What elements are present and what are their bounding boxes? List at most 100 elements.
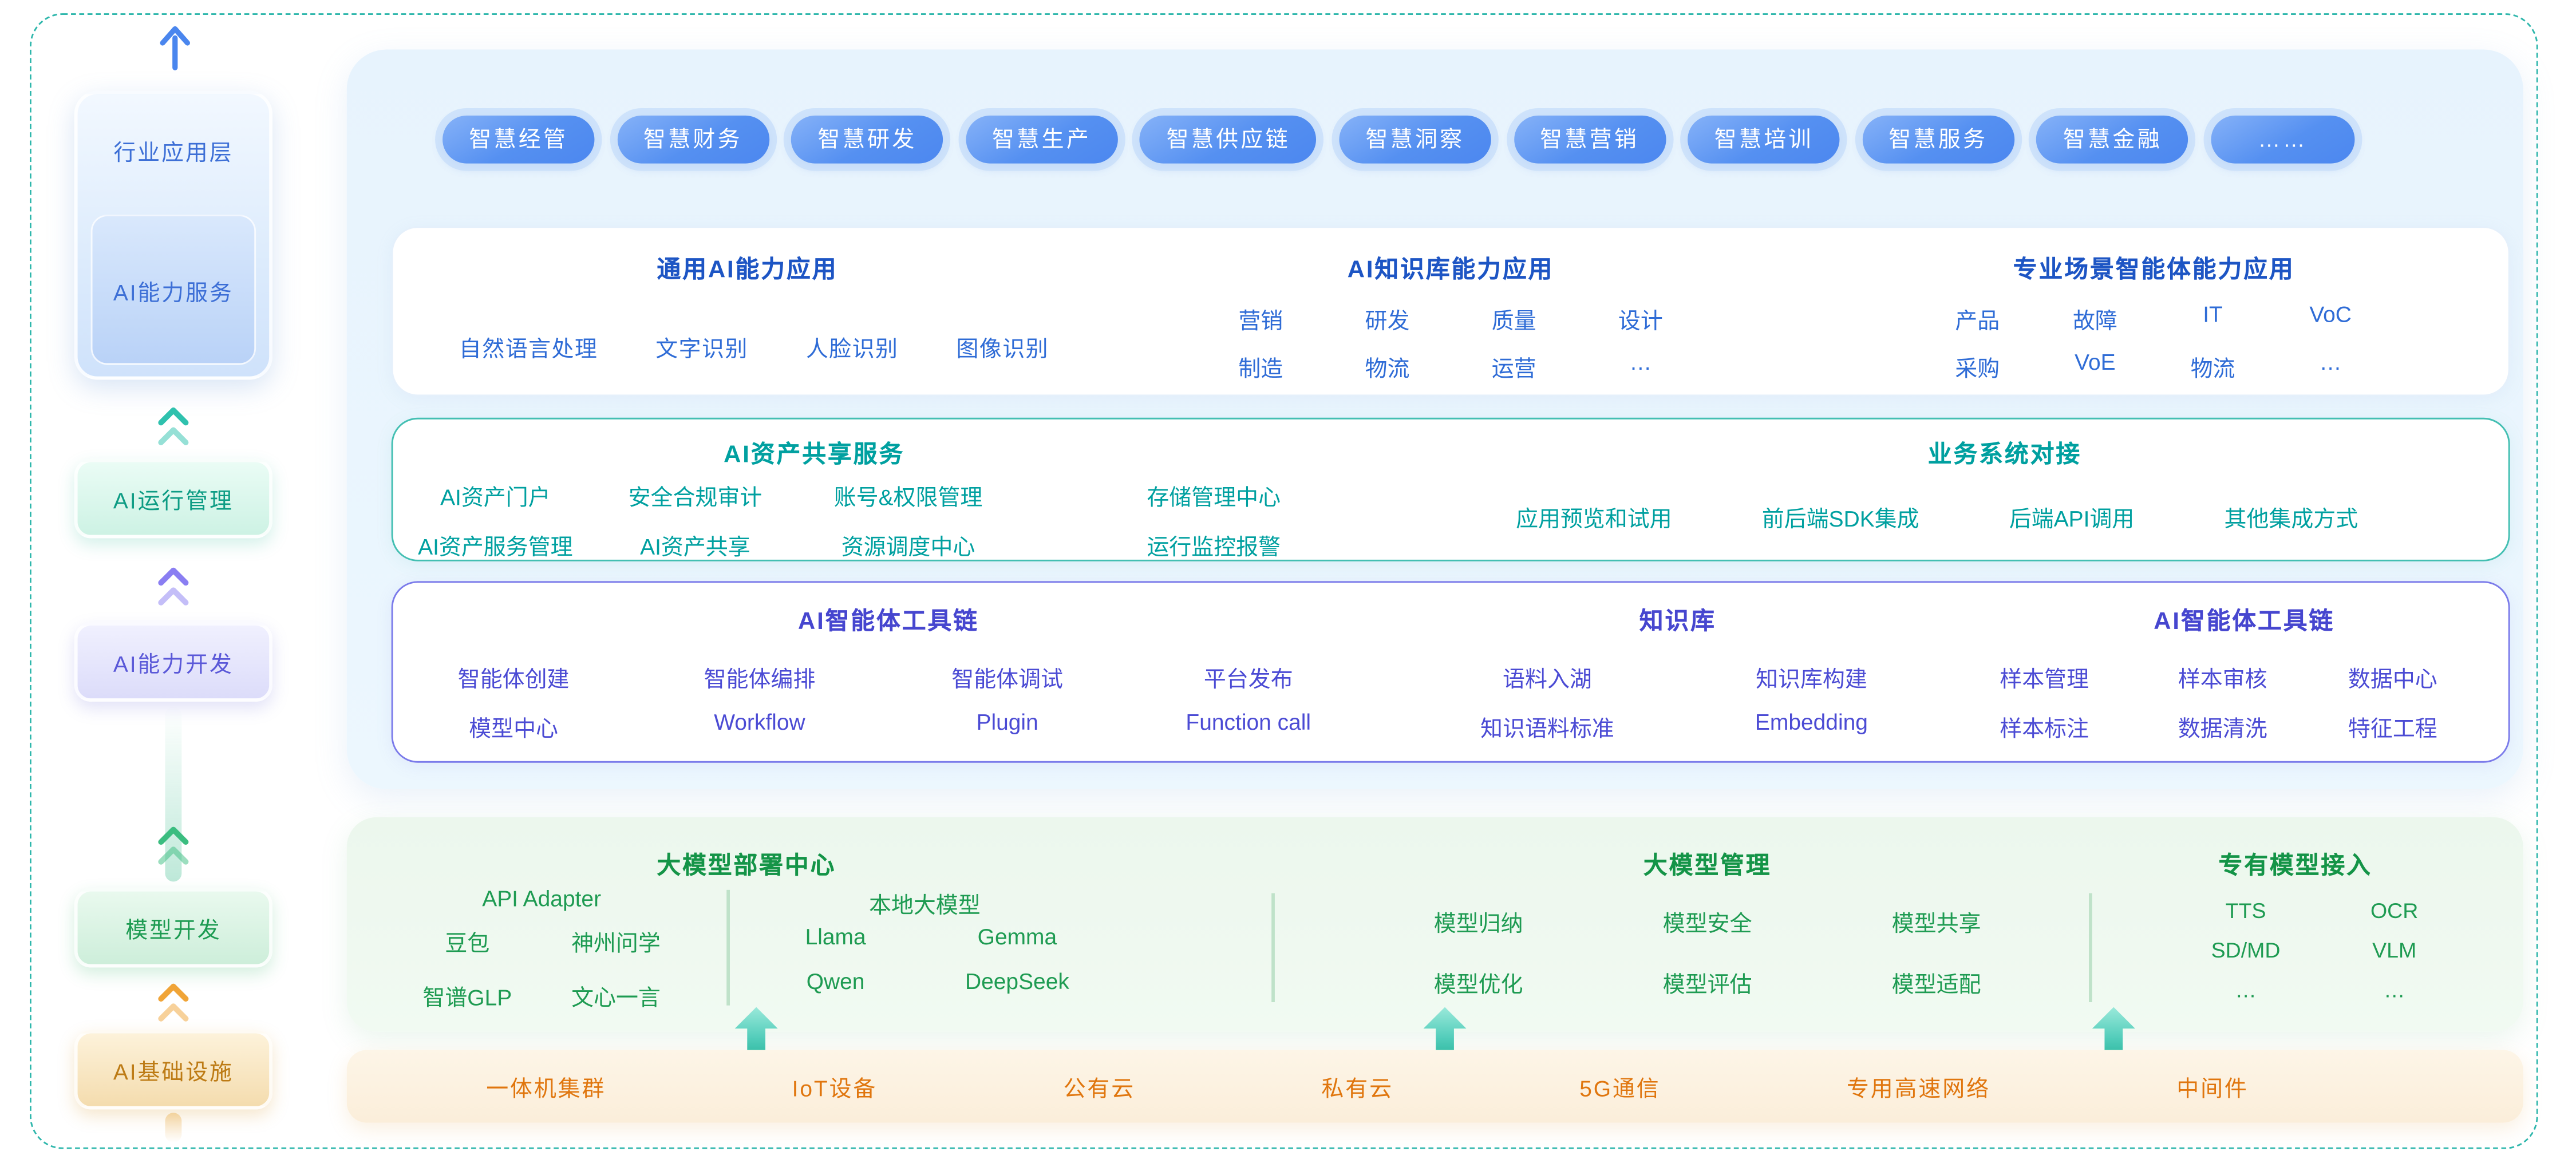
model-item: Gemma <box>977 924 1057 950</box>
business-integration-title: 业务系统对接 <box>1927 442 2082 469</box>
knowledge-base-grid: 语料入湖 知识库构建 知识语料标准 Embedding <box>1417 660 1945 743</box>
divider <box>726 889 729 1006</box>
asset-sharing-panel: AI资产共享服务 业务系统对接 AI资产门户 安全合规审计 账号&权限管理 存储… <box>391 417 2510 561</box>
capability-application-panel: 通用AI能力应用 自然语言处理 文字识别 人脸识别 图像识别 AI知识库能力应用… <box>391 226 2510 397</box>
tool-item: Function call <box>1186 710 1311 735</box>
item-grid: 产品 故障 IT VoC 采购 VoE 物流 … <box>1918 302 2389 383</box>
tool-item: 知识语料标准 <box>1480 716 1614 742</box>
capability-item: 文字识别 <box>655 337 748 362</box>
knowledge-base-title: 知识库 <box>1639 609 1716 636</box>
industry-pill: 智慧研发 <box>791 115 943 164</box>
capability-item: 运营 <box>1491 357 1536 382</box>
capability-item: 物流 <box>2190 357 2235 382</box>
infra-item: 中间件 <box>2176 1076 2249 1102</box>
layer-ai-capability-development: AI能力开发 <box>74 622 272 702</box>
asset-item: AI资产共享 <box>640 535 750 560</box>
layer-ai-operation-management: AI运行管理 <box>74 458 272 539</box>
group-title: 专业场景智能体能力应用 <box>2013 258 2295 284</box>
infra-item: 5G通信 <box>1579 1076 1661 1102</box>
up-arrow-icon <box>160 26 191 70</box>
api-model-grid: 豆包 神州问学 智谱GLP 文心一言 <box>377 924 674 1012</box>
model-item: TTS <box>2225 898 2266 923</box>
integration-item: 其他集成方式 <box>2224 507 2358 532</box>
ai-development-label: AI能力开发 <box>113 652 234 677</box>
asset-item: 安全合规审计 <box>628 485 762 511</box>
item-row: 自然语言处理 文字识别 人脸识别 图像识别 <box>459 330 1049 363</box>
capability-item: 自然语言处理 <box>459 337 598 362</box>
model-item: Llama <box>805 924 866 950</box>
industry-pill-ellipsis: …… <box>2211 115 2355 164</box>
model-item: 模型评估 <box>1662 972 1752 998</box>
capability-item: VoC <box>2309 302 2352 327</box>
tool-item: 数据清洗 <box>2178 716 2267 742</box>
tool-item: 特征工程 <box>2348 716 2437 742</box>
local-model-grid: Llama Gemma Qwen DeepSeek <box>753 924 1116 994</box>
model-development-panel: 大模型部署中心 大模型管理 专有模型接入 API Adapter 豆包 神州问学… <box>346 817 2523 1032</box>
industry-pill: 智慧洞察 <box>1339 115 1491 164</box>
capability-item: 采购 <box>1955 357 2000 382</box>
model-manage-grid: 模型归纳 模型安全 模型共享 模型优化 模型评估 模型适配 <box>1364 905 2051 999</box>
ai-infrastructure-label: AI基础设施 <box>113 1059 234 1085</box>
industry-pill: 智慧服务 <box>1862 115 2014 164</box>
capability-item: 人脸识别 <box>805 337 899 362</box>
industry-application-label: 行业应用层 <box>113 140 234 165</box>
model-item: 模型适配 <box>1891 972 1981 998</box>
asset-item: 存储管理中心 <box>1147 485 1281 511</box>
tool-item: 数据中心 <box>2348 667 2437 692</box>
model-item: Qwen <box>806 969 865 994</box>
asset-item-grid: AI资产门户 安全合规审计 账号&权限管理 存储管理中心 AI资产服务管理 AI… <box>393 479 1404 561</box>
data-toolchain-grid: 样本管理 样本审核 数据中心 样本标注 数据清洗 特征工程 <box>1954 660 2476 743</box>
agent-toolchain-title: AI智能体工具链 <box>797 609 979 636</box>
tool-item: 平台发布 <box>1203 667 1293 692</box>
model-item: 智谱GLP <box>422 986 512 1011</box>
api-adapter-label: API Adapter <box>482 887 602 912</box>
tool-item: 智能体创建 <box>457 667 570 692</box>
capability-item: 产品 <box>1955 308 2000 334</box>
dashed-frame-border <box>29 13 2538 1149</box>
tool-item: 样本审核 <box>2178 667 2267 692</box>
integration-item: 应用预览和试用 <box>1516 507 1672 532</box>
divider <box>1271 893 1274 1002</box>
capability-item: 设计 <box>1618 308 1663 334</box>
capability-item: … <box>2319 350 2342 375</box>
model-item: VLM <box>2372 937 2417 963</box>
asset-item: 资源调度中心 <box>841 535 975 560</box>
chevron-up-icon <box>157 406 190 446</box>
toolchain-panel: AI智能体工具链 知识库 AI智能体工具链 智能体创建 智能体编排 智能体调试 … <box>391 581 2510 763</box>
industry-pill: 智慧财务 <box>617 115 769 164</box>
general-ai-capability-group: 通用AI能力应用 自然语言处理 文字识别 人脸识别 图像识别 <box>393 228 1102 394</box>
infra-item: 私有云 <box>1321 1076 1393 1102</box>
chevron-up-icon <box>157 825 190 865</box>
capability-item: 图像识别 <box>956 337 1049 362</box>
infra-item: IoT设备 <box>792 1076 878 1102</box>
ai-capability-service-label: AI能力服务 <box>113 279 234 305</box>
agent-toolchain-grid: 智能体创建 智能体编排 智能体调试 平台发布 模型中心 Workflow Plu… <box>393 660 1368 743</box>
scene-agent-capability-group: 专业场景智能体能力应用 产品 故障 IT VoC 采购 VoE 物流 … <box>1800 228 2508 394</box>
private-model-grid: TTS OCR SD/MD VLM … … <box>2171 898 2468 1002</box>
knowledge-base-capability-group: AI知识库能力应用 营销 研发 质量 设计 制造 物流 运营 … <box>1101 228 1799 394</box>
model-manage-title: 大模型管理 <box>1643 853 1772 880</box>
model-item: 模型优化 <box>1433 972 1523 998</box>
infra-item: 公有云 <box>1063 1076 1136 1102</box>
industry-pill: 智慧金融 <box>2036 115 2189 164</box>
asset-sharing-title: AI资产共享服务 <box>724 442 905 469</box>
tool-item: 样本管理 <box>2000 667 2089 692</box>
layer-ai-capability-service: AI能力服务 <box>90 215 256 365</box>
private-model-title: 专有模型接入 <box>2218 853 2372 880</box>
data-toolchain-title: AI智能体工具链 <box>2154 609 2335 636</box>
divider <box>2089 893 2092 1002</box>
chevron-up-icon <box>157 566 190 606</box>
capability-item: 故障 <box>2072 308 2117 334</box>
industry-pill: 智慧营销 <box>1513 115 1666 164</box>
layer-model-development: 模型开发 <box>74 888 272 968</box>
asset-item: AI资产服务管理 <box>418 535 573 560</box>
capability-item: … <box>1629 350 1652 375</box>
integration-item-row: 应用预览和试用 前后端SDK集成 后端API调用 其他集成方式 <box>1516 500 2358 533</box>
capability-item: IT <box>2203 302 2223 327</box>
model-development-label: 模型开发 <box>125 917 222 943</box>
model-item: 神州问学 <box>571 931 661 956</box>
local-model-label: 本地大模型 <box>869 893 981 918</box>
connector-band <box>165 1113 182 1143</box>
model-item: SD/MD <box>2211 937 2281 963</box>
